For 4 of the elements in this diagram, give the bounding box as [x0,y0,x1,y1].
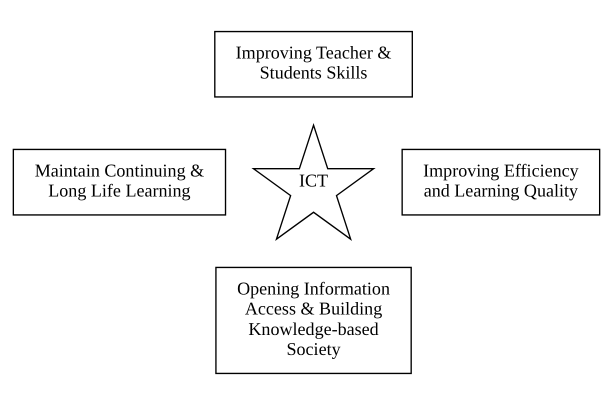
node-box: Maintain Continuing & Long Life Learning [12,148,226,216]
node-box: Improving Teacher & Students Skills [214,30,413,98]
node-box: Opening Information Access & Building Knowledge-based Society [215,266,412,374]
node-box: Improving Efficiency and Learning Quality [401,148,600,216]
